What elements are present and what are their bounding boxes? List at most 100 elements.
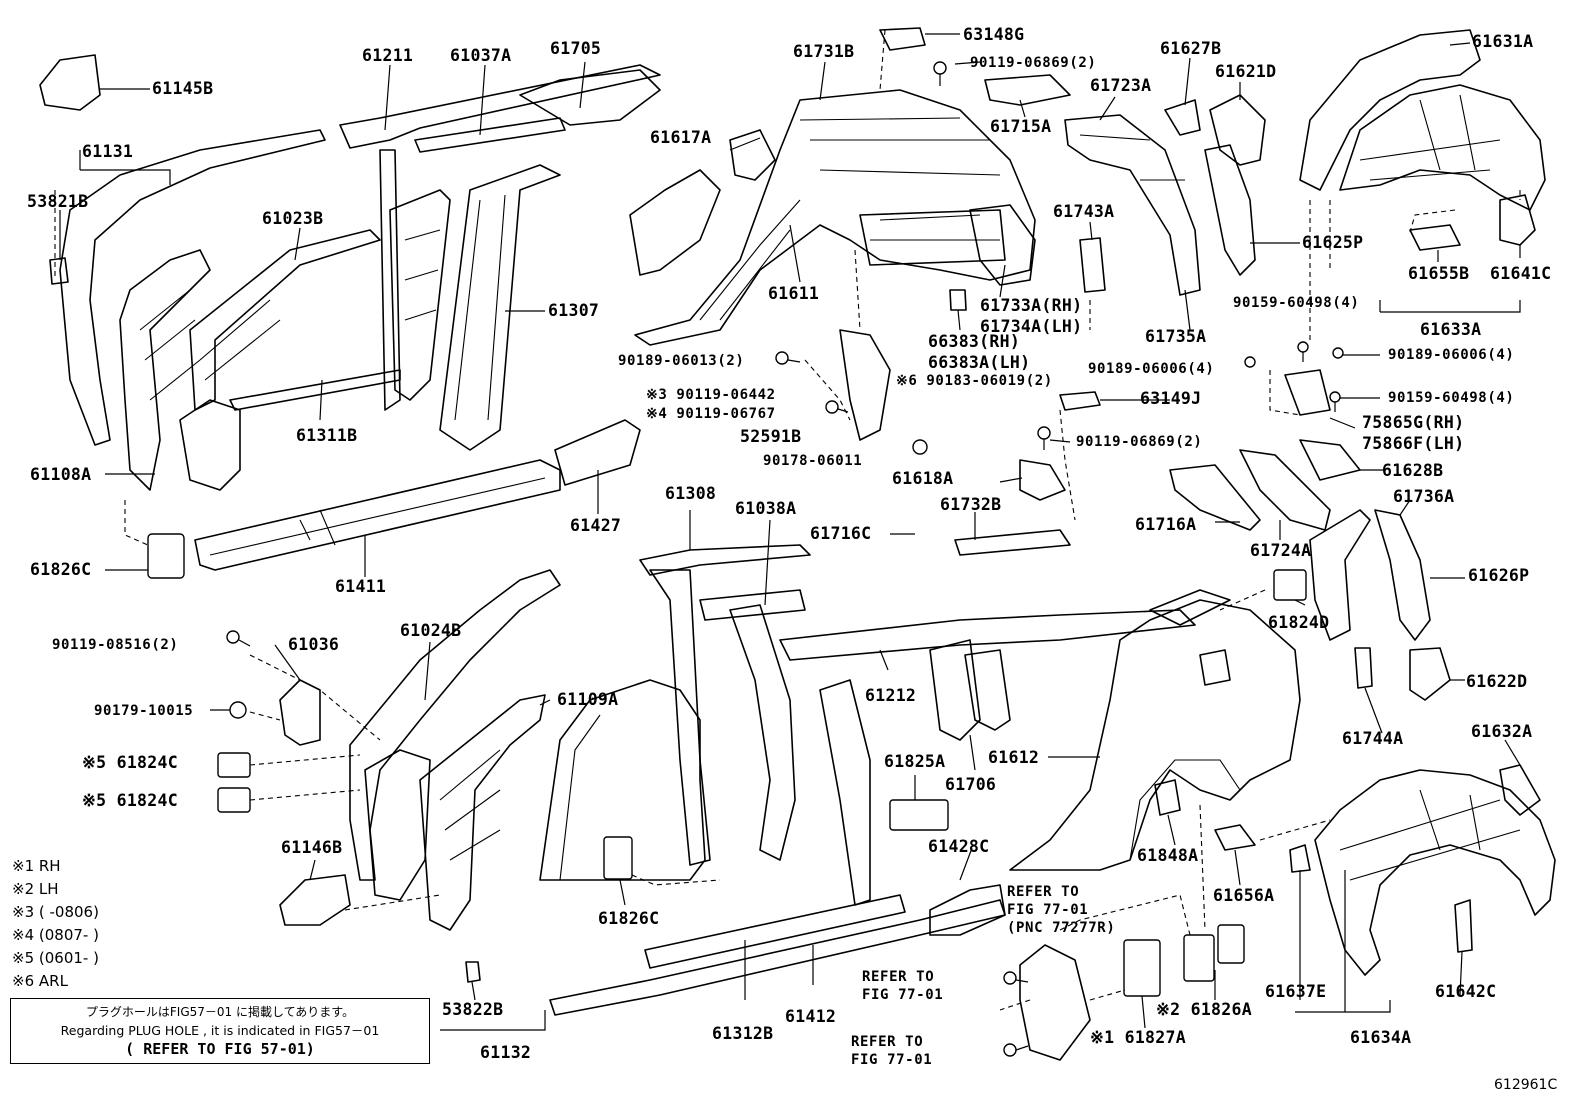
part-label-61612: 61612 <box>988 748 1040 767</box>
part-label-61632A: 61632A <box>1471 722 1533 741</box>
part-label-90119-08516: 90119-08516(2) <box>52 637 179 653</box>
part-label-61311B: 61311B <box>296 426 358 445</box>
part-label-61617A: 61617A <box>650 128 712 147</box>
part-label-61826A: ※2 61826A <box>1156 1000 1252 1019</box>
part-label-66383: 66383(RH) <box>928 332 1021 351</box>
legend-item: ※6 ARL <box>12 972 68 990</box>
part-label-61411: 61411 <box>335 577 387 596</box>
part-label-61706: 61706 <box>945 775 997 794</box>
part-label-61132: 61132 <box>480 1043 532 1062</box>
legend-item: ※5 (0601- ) <box>12 949 99 967</box>
part-label-61212: 61212 <box>865 686 917 705</box>
part-label-61108A: 61108A <box>30 465 92 484</box>
part-label-61732B: 61732B <box>940 495 1002 514</box>
part-label-61036: 61036 <box>288 635 340 654</box>
part-label-61307: 61307 <box>548 301 600 320</box>
part-label-61637E: 61637E <box>1265 982 1327 1001</box>
legend-item: ※2 LH <box>12 880 59 898</box>
legend-item: ※1 RH <box>12 857 61 875</box>
part-label-90189-06006-right: 90189-06006(4) <box>1388 347 1515 363</box>
part-label-61627B: 61627B <box>1160 39 1222 58</box>
part-label-90119-06869-lower: 90119-06869(2) <box>1076 434 1203 450</box>
refer-note-line: REFER TO <box>1007 884 1080 900</box>
legend-item: ※4 (0807- ) <box>12 926 99 944</box>
part-label-61023B: 61023B <box>262 209 324 228</box>
part-label-61656A: 61656A <box>1213 886 1275 905</box>
part-label-61631A: 61631A <box>1472 32 1534 51</box>
part-label-61724A: 61724A <box>1250 541 1312 560</box>
legend-item: ※3 ( -0806) <box>12 903 99 921</box>
refer-note-line: REFER TO <box>851 1034 924 1050</box>
part-label-61655B: 61655B <box>1408 264 1470 283</box>
part-label-61622D: 61622D <box>1466 672 1528 691</box>
part-label-61733A: 61733A(RH) <box>980 296 1083 315</box>
part-label-61427: 61427 <box>570 516 622 535</box>
part-label-61611: 61611 <box>768 284 820 303</box>
part-label-90159-60498-lower: 90159-60498(4) <box>1388 390 1515 406</box>
refer-note-line: REFER TO <box>862 969 935 985</box>
part-label-61633A: 61633A <box>1420 320 1482 339</box>
part-label-61824C-b: ※5 61824C <box>82 791 178 810</box>
part-label-61826C-lower: 61826C <box>598 909 660 928</box>
part-label-90183-06019: ※6 90183-06019(2) <box>896 373 1053 389</box>
part-label-61618A: 61618A <box>892 469 954 488</box>
plug-hole-note-en: Regarding PLUG HOLE , it is indicated in… <box>60 1023 380 1038</box>
part-label-61037A: 61037A <box>450 46 512 65</box>
part-label-61625P: 61625P <box>1302 233 1364 252</box>
part-label-61848A: 61848A <box>1137 846 1199 865</box>
refer-note-line: FIG 77-01 <box>1007 902 1089 918</box>
part-label-61211: 61211 <box>362 46 414 65</box>
plug-hole-note-ref: ( REFER TO FIG 57-01) <box>125 1040 315 1058</box>
part-label-61642C: 61642C <box>1435 982 1497 1001</box>
part-label-61038A: 61038A <box>735 499 797 518</box>
part-label-75865G: 75865G(RH) <box>1362 413 1465 432</box>
part-label-90179-10015: 90179-10015 <box>94 703 194 719</box>
part-label-61308: 61308 <box>665 484 717 503</box>
illustration-code: 612961C <box>1494 1077 1558 1093</box>
part-label-61628B: 61628B <box>1382 461 1444 480</box>
part-label-61145B: 61145B <box>152 79 214 98</box>
part-label-61735A: 61735A <box>1145 327 1207 346</box>
part-label-61824C-a: ※5 61824C <box>82 753 178 772</box>
part-label-61312B: 61312B <box>712 1024 774 1043</box>
part-label-61744A: 61744A <box>1342 729 1404 748</box>
part-label-61024B: 61024B <box>400 621 462 640</box>
part-label-61428C: 61428C <box>928 837 990 856</box>
part-label-90178-06011: 90178-06011 <box>763 453 863 469</box>
part-label-61621D: 61621D <box>1215 62 1277 81</box>
part-label-75866F: 75866F(LH) <box>1362 434 1465 453</box>
part-label-61109A: 61109A <box>557 690 619 709</box>
part-label-61743A: 61743A <box>1053 202 1115 221</box>
part-label-61824D: 61824D <box>1268 613 1330 632</box>
part-label-61626P: 61626P <box>1468 566 1530 585</box>
part-label-61734A: 61734A(LH) <box>980 317 1083 336</box>
part-label-66383A: 66383A(LH) <box>928 353 1031 372</box>
part-label-61716A: 61716A <box>1135 515 1197 534</box>
part-label-61146B: 61146B <box>281 838 343 857</box>
part-label-61634A: 61634A <box>1350 1028 1412 1047</box>
part-label-90119-06442: ※3 90119-06442 <box>646 387 776 403</box>
part-label-61715A: 61715A <box>990 117 1052 136</box>
part-label-90119-06767: ※4 90119-06767 <box>646 406 776 422</box>
part-label-61731B: 61731B <box>793 42 855 61</box>
part-label-61131: 61131 <box>82 142 134 161</box>
part-label-61641C: 61641C <box>1490 264 1552 283</box>
part-label-90189-06013: 90189-06013(2) <box>618 353 745 369</box>
part-label-52591B: 52591B <box>740 427 802 446</box>
part-label-61412: 61412 <box>785 1007 837 1026</box>
part-label-61827A: ※1 61827A <box>1090 1028 1186 1047</box>
refer-note-line: FIG 77-01 <box>851 1052 933 1068</box>
part-label-53822B: 53822B <box>442 1000 504 1019</box>
part-label-61736A: 61736A <box>1393 487 1455 506</box>
part-label-53821B: 53821B <box>27 192 89 211</box>
part-label-61716C: 61716C <box>810 524 872 543</box>
part-label-61723A: 61723A <box>1090 76 1152 95</box>
part-label-61825A: 61825A <box>884 752 946 771</box>
plug-hole-note-box: プラグホールはFIG57－01 に掲載してあります。 Regarding PLU… <box>10 998 430 1064</box>
part-label-90119-06869-upper: 90119-06869(2) <box>970 55 1097 71</box>
part-label-61826C: 61826C <box>30 560 92 579</box>
plug-hole-note-jp: プラグホールはFIG57－01 に掲載してあります。 <box>85 1005 355 1019</box>
part-label-63148G: 63148G <box>963 25 1025 44</box>
